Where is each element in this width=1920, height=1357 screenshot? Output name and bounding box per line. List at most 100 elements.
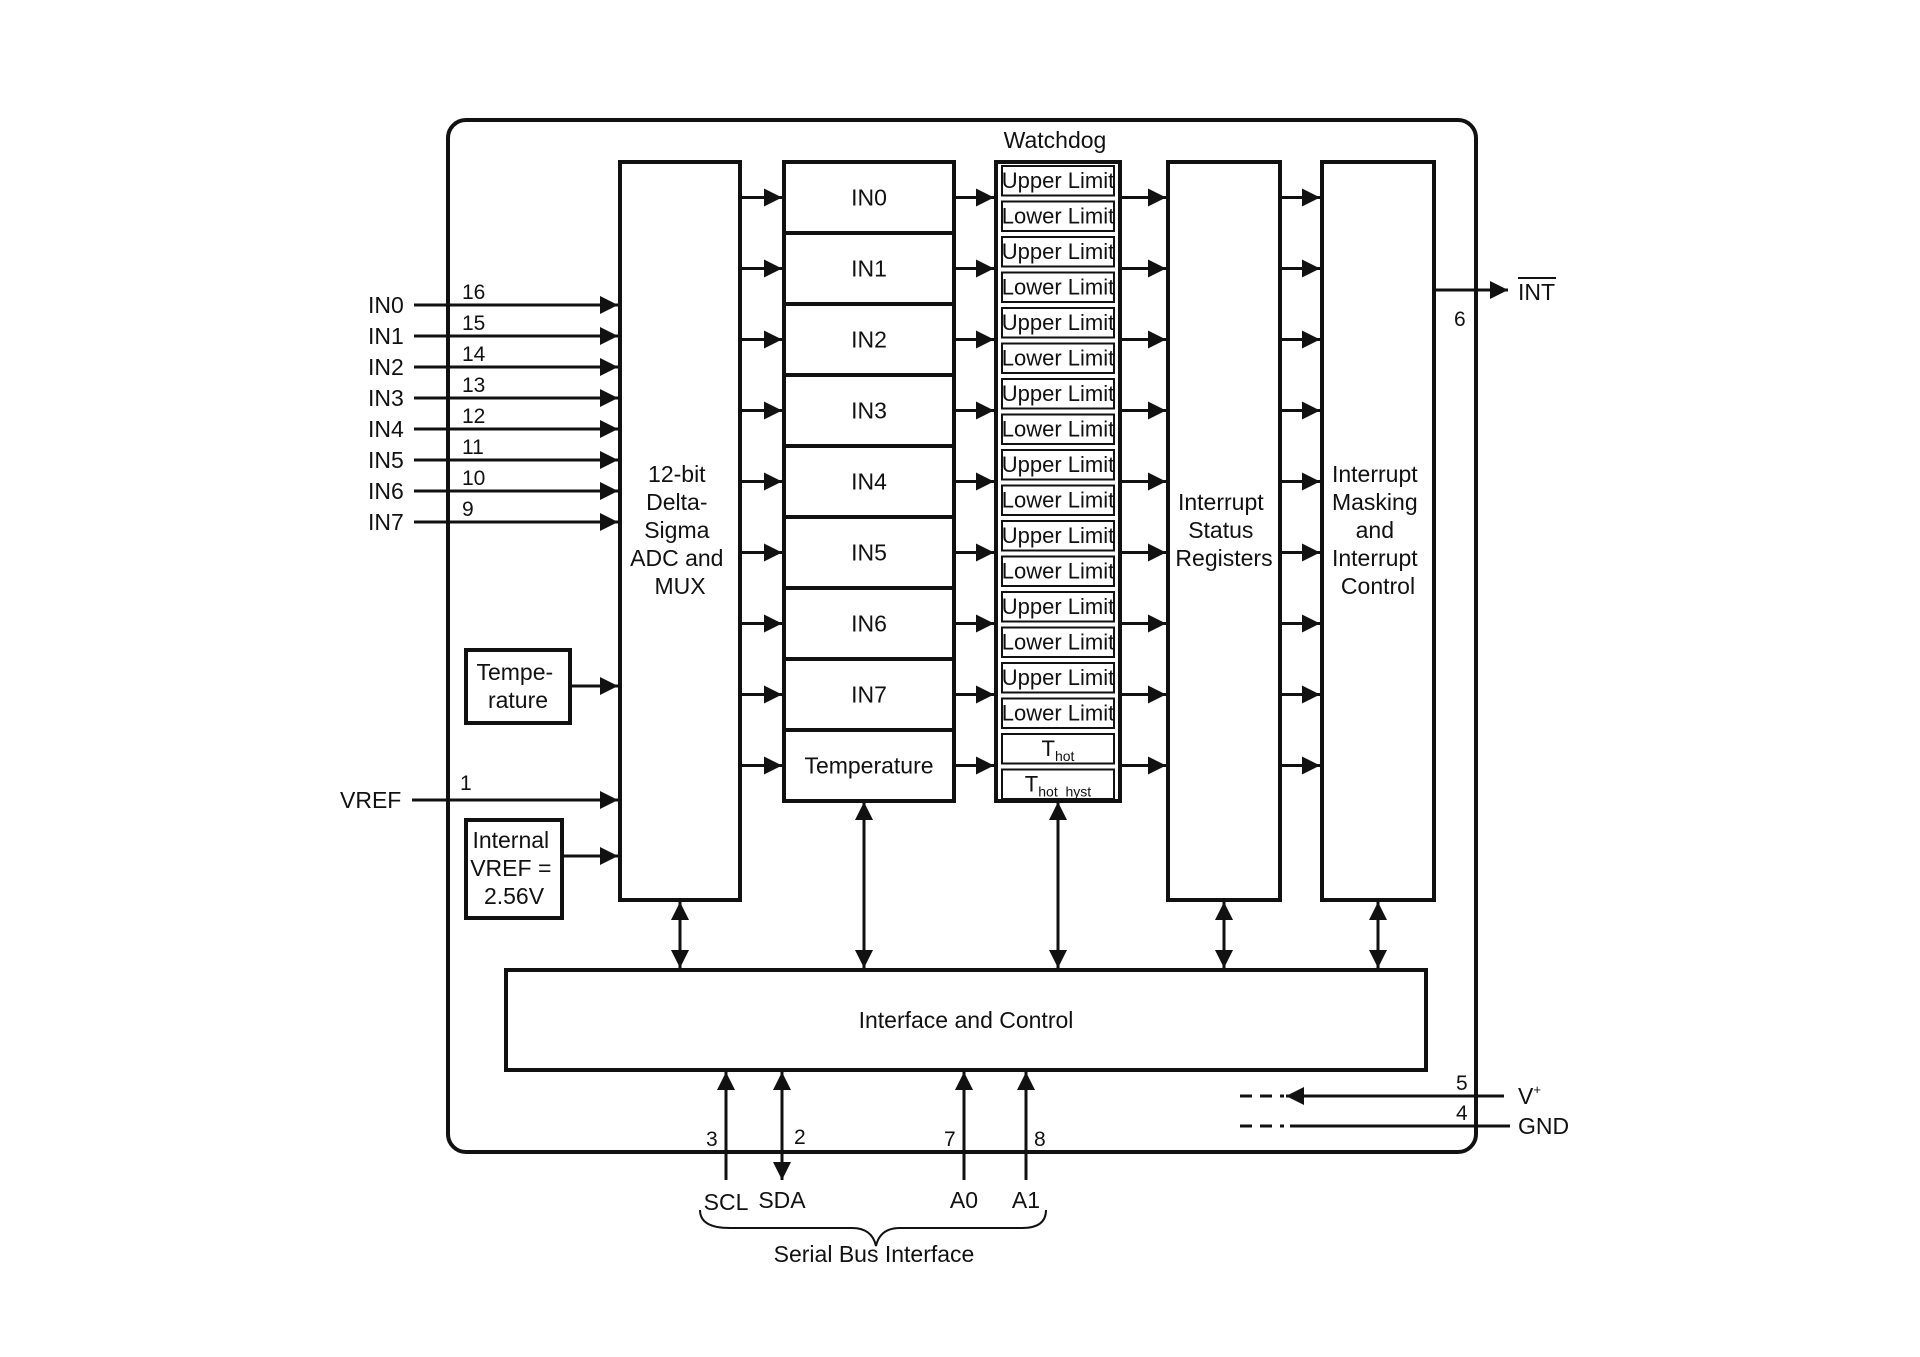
interrupt-masking-block (1320, 160, 1436, 902)
a0-pin-number: 7 (944, 1128, 956, 1151)
limit-register (1001, 662, 1115, 694)
limit-register (1001, 307, 1115, 339)
result-register (782, 444, 956, 519)
scl-pin-number: 3 (706, 1128, 718, 1151)
adc-block-label: 12-bit Delta- Sigma ADC and MUX (630, 461, 730, 599)
analog-input-name: IN1 (368, 323, 404, 349)
limit-register (1001, 449, 1115, 481)
upper-limit-label: Upper Limit (1002, 523, 1114, 548)
limit-register (1001, 484, 1115, 516)
result-register-label: IN0 (851, 185, 887, 211)
vplus-pin-number: 5 (1456, 1072, 1468, 1095)
thot_hyst-label: Thot_hyst (1025, 771, 1091, 799)
result-register-label: IN2 (851, 327, 887, 353)
lower-limit-label: Lower Limit (1002, 203, 1114, 228)
upper-limit-label: Upper Limit (1002, 310, 1114, 335)
int-pin-name: INT (1518, 279, 1555, 305)
serial-bus-brace (699, 1209, 1047, 1247)
result-register-label: IN6 (851, 611, 887, 637)
upper-limit-label: Upper Limit (1002, 665, 1114, 690)
a1-pin-number: 8 (1034, 1128, 1046, 1151)
status-arrows (1120, 188, 1320, 775)
gnd-pin-name: GND (1518, 1113, 1569, 1139)
analog-input-pin: 9 (462, 498, 474, 521)
limit-register (1001, 236, 1115, 268)
result-register (782, 231, 956, 306)
lower-limit-label: Lower Limit (1002, 345, 1114, 370)
internal-vref-label: Internal VREF = 2.56V (470, 827, 558, 909)
lower-limit-label: Lower Limit (1002, 487, 1114, 512)
limit-register (1001, 555, 1115, 587)
sda-pin-number: 2 (794, 1126, 806, 1149)
int-pin-number: 6 (1454, 308, 1466, 331)
limit-register (1001, 520, 1115, 552)
limit-register (1001, 165, 1115, 197)
result-register-label: IN5 (851, 540, 887, 566)
lower-limit-label: Lower Limit (1002, 629, 1114, 654)
limit-register (1001, 626, 1115, 658)
analog-input-pin: 15 (462, 312, 485, 335)
interrupt-masking-label: Interrupt Masking and Interrupt Control (1332, 461, 1424, 599)
analog-input-name: IN4 (368, 416, 404, 442)
result-register-label: Temperature (804, 753, 933, 779)
limit-register (1001, 413, 1115, 445)
interface-control-label: Interface and Control (859, 1007, 1074, 1033)
serial-bus-label: Serial Bus Interface (774, 1241, 975, 1267)
limit-register (1001, 342, 1115, 374)
limit-register (1001, 733, 1115, 765)
result-register (782, 373, 956, 448)
gnd-pin-number: 4 (1456, 1102, 1468, 1125)
analog-input-pin: 10 (462, 467, 485, 490)
sda-pin-name: SDA (758, 1187, 806, 1213)
lower-limit-label: Lower Limit (1002, 700, 1114, 725)
result-register-label: IN3 (851, 398, 887, 424)
result-register (782, 728, 956, 803)
analog-input-pin: 11 (462, 436, 484, 459)
upper-limit-label: Upper Limit (1002, 239, 1114, 264)
thot-label: Thot (1042, 736, 1075, 764)
vplus-pin-name: V+ (1518, 1082, 1541, 1109)
analog-input-pin: 16 (462, 281, 485, 304)
result-register-label: IN7 (851, 682, 887, 708)
result-register (782, 657, 956, 732)
result-register (782, 160, 956, 235)
temperature-sensor-block (464, 648, 572, 725)
vref-pin-number: 1 (460, 772, 472, 795)
limit-register (1001, 378, 1115, 410)
upper-limit-label: Upper Limit (1002, 452, 1114, 477)
lower-limit-label: Lower Limit (1002, 274, 1114, 299)
lower-limit-label: Lower Limit (1002, 416, 1114, 441)
result-register-label: IN4 (851, 469, 887, 495)
limit-register (1001, 768, 1115, 800)
interrupt-status-label: Interrupt Status Registers (1175, 489, 1272, 571)
watchdog-title: Watchdog (1004, 127, 1107, 153)
a1-pin-name: A1 (1012, 1187, 1040, 1213)
interrupt-status-block (1166, 160, 1282, 902)
analog-input-name: IN0 (368, 292, 404, 318)
scl-pin-name: SCL (704, 1189, 749, 1215)
analog-input-name: IN5 (368, 447, 404, 473)
result-register-label: IN1 (851, 256, 887, 282)
analog-input-name: IN2 (368, 354, 404, 380)
analog-input-pin: 14 (462, 343, 486, 366)
upper-limit-label: Upper Limit (1002, 594, 1114, 619)
interface-control-block (504, 968, 1428, 1072)
lower-limit-label: Lower Limit (1002, 558, 1114, 583)
limit-register-column (994, 160, 1122, 803)
internal-vref-block (464, 818, 564, 920)
limit-register (1001, 200, 1115, 232)
a0-pin-name: A0 (950, 1187, 978, 1213)
analog-input-name: IN3 (368, 385, 404, 411)
analog-input-pin: 13 (462, 374, 485, 397)
result-register (782, 515, 956, 590)
analog-input-pin: 12 (462, 405, 485, 428)
adc-block (618, 160, 742, 902)
analog-input-name: IN7 (368, 509, 404, 535)
upper-limit-label: Upper Limit (1002, 168, 1114, 193)
vref-pin-name: VREF (340, 787, 401, 813)
temperature-sensor-label: Tempe- rature (476, 659, 559, 713)
